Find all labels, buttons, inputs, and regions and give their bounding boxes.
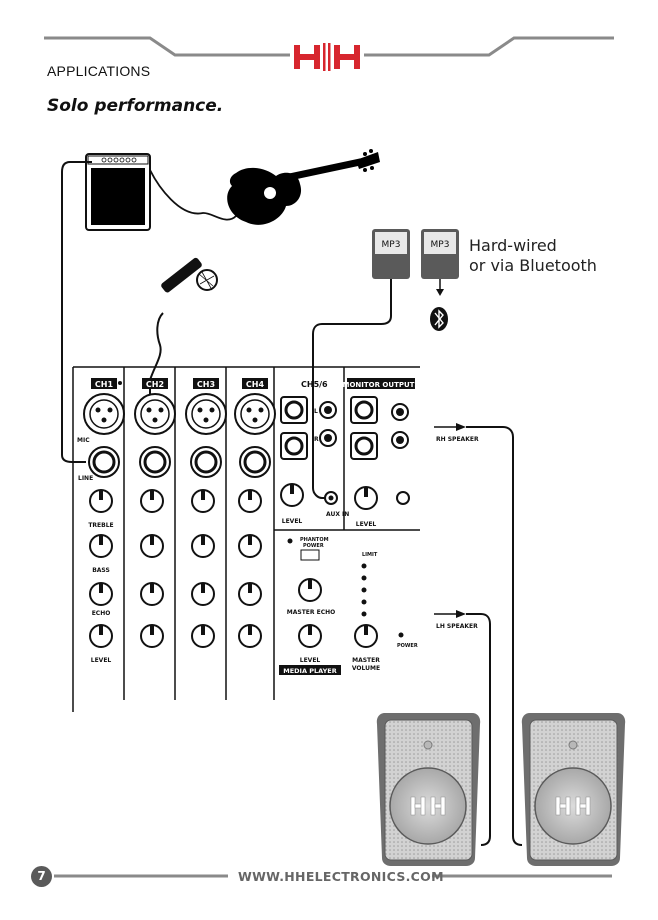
lh-speaker-output: LH SPEAKER bbox=[434, 610, 478, 630]
monitor-outputs: MONITOR OUTPUTS LEVEL bbox=[343, 378, 420, 528]
header-rule-right bbox=[364, 36, 614, 57]
mp3-bluetooth-label: MP3 bbox=[431, 240, 450, 250]
svg-text:TREBLE: TREBLE bbox=[88, 522, 113, 529]
acoustic-guitar-icon bbox=[227, 149, 380, 225]
svg-text:BASS: BASS bbox=[92, 567, 110, 574]
ch5-6-label: CH5/6 bbox=[301, 380, 328, 389]
connection-note-line1: Hard-wired bbox=[469, 236, 557, 255]
right-speaker-icon bbox=[521, 713, 626, 866]
svg-text:ECHO: ECHO bbox=[92, 610, 111, 617]
channel-strip-ch4: CH4 bbox=[234, 378, 276, 648]
ch3-label: CH3 bbox=[197, 380, 215, 389]
page-subtitle: Solo performance. bbox=[47, 96, 224, 116]
lh-speaker-cable bbox=[466, 613, 491, 846]
left-speaker-icon bbox=[376, 713, 481, 866]
mp3-wired-label: MP3 bbox=[382, 240, 401, 250]
svg-text:MASTER ECHO: MASTER ECHO bbox=[287, 609, 335, 616]
mic-cable bbox=[149, 312, 164, 395]
ch2-label: CH2 bbox=[146, 380, 164, 389]
mp3-player-bluetooth-icon: MP3 bbox=[421, 229, 459, 279]
page-number: 7 bbox=[31, 866, 52, 887]
ch1-label: CH1 bbox=[95, 380, 114, 389]
stereo-channel-ch5-6: CH5/6 L R LEVEL AUX IN bbox=[280, 380, 349, 525]
svg-text:LIMIT: LIMIT bbox=[362, 552, 378, 558]
mp3-to-auxin-cable bbox=[312, 279, 392, 499]
svg-text:R: R bbox=[314, 436, 319, 443]
aux-in-label: AUX IN bbox=[326, 511, 349, 518]
mp3-player-wired-icon: MP3 bbox=[372, 229, 410, 279]
svg-text:LEVEL: LEVEL bbox=[300, 657, 321, 664]
connection-note: Hard-wired or via Bluetooth bbox=[469, 236, 597, 276]
master-section: PHANTOM POWER MASTER ECHO LEVEL MEDIA PL… bbox=[279, 537, 418, 675]
svg-text:MIC: MIC bbox=[77, 437, 90, 444]
ch4-label: CH4 bbox=[246, 380, 265, 389]
svg-text:LEVEL: LEVEL bbox=[91, 657, 112, 664]
svg-text:POWER: POWER bbox=[397, 643, 418, 649]
connection-note-line2: or via Bluetooth bbox=[469, 256, 597, 275]
svg-text:LEVEL: LEVEL bbox=[282, 518, 303, 525]
guitar-amp-icon bbox=[85, 153, 151, 231]
amp-to-ch1-cable bbox=[61, 161, 92, 463]
monitor-outputs-label: MONITOR OUTPUTS bbox=[343, 381, 420, 389]
svg-text:MASTER: MASTER bbox=[352, 657, 380, 664]
guitar-cable bbox=[149, 169, 237, 221]
svg-text:LINE: LINE bbox=[78, 475, 93, 482]
brand-logo bbox=[294, 43, 360, 71]
svg-text:POWER: POWER bbox=[303, 543, 324, 549]
svg-text:L: L bbox=[314, 408, 318, 415]
svg-text:PHANTOM: PHANTOM bbox=[300, 537, 329, 543]
media-player-label: MEDIA PLAYER bbox=[283, 667, 336, 675]
svg-text:VOLUME: VOLUME bbox=[352, 665, 380, 672]
header-rule-left bbox=[44, 36, 290, 57]
channel-strip-ch3: CH3 bbox=[185, 378, 227, 648]
svg-text:LEVEL: LEVEL bbox=[356, 521, 377, 528]
lh-speaker-label: LH SPEAKER bbox=[436, 623, 478, 630]
microphone-icon bbox=[161, 257, 218, 293]
bluetooth-icon bbox=[430, 307, 448, 331]
rh-speaker-output: RH SPEAKER bbox=[434, 423, 479, 443]
header-graphic bbox=[44, 36, 614, 71]
rh-speaker-cable bbox=[466, 426, 523, 846]
channel-strip-ch1: CH1 MIC LINE TREBLE BASS ECHO LEVEL bbox=[77, 378, 125, 664]
rh-speaker-label: RH SPEAKER bbox=[436, 436, 479, 443]
channel-strip-ch2: CH2 bbox=[134, 378, 176, 648]
footer-url[interactable]: WWW.HHELECTRONICS.COM bbox=[238, 869, 444, 884]
section-heading: APPLICATIONS bbox=[47, 63, 151, 79]
